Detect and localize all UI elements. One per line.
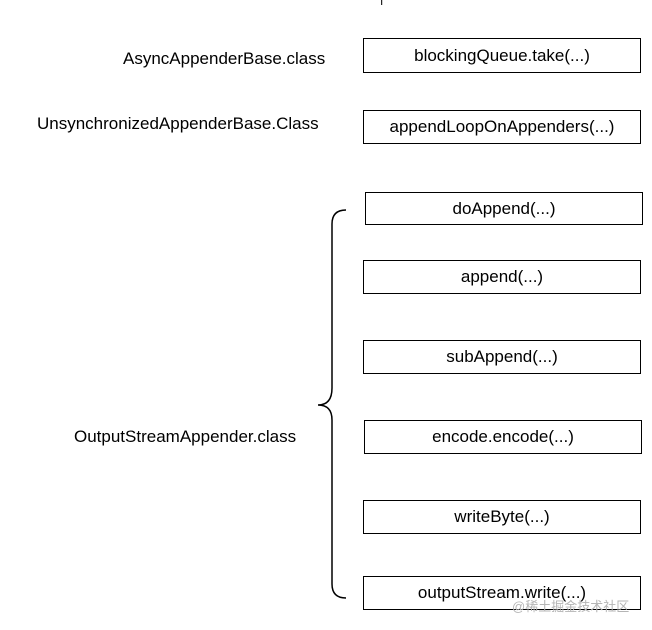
brace-path [317,209,347,599]
method-box-encode: encode.encode(...) [364,420,642,454]
method-box-output-stream-write: outputStream.write(...) [363,576,641,610]
method-label: outputStream.write(...) [417,583,587,602]
class-label-unsynchronized-appender-base: UnsynchronizedAppenderBase.Class [37,114,319,133]
method-box-write-byte: writeByte(...) [363,500,641,534]
method-label: appendLoopOnAppenders(...) [389,117,615,136]
method-label: blockingQueue.take(...) [414,45,590,65]
method-box-sub-append: subAppend(...) [363,340,641,374]
method-label: writeByte(...) [454,507,550,526]
class-label-output-stream-appender: OutputStreamAppender.class [74,427,297,446]
method-label: subAppend(...) [446,347,558,366]
method-box-append-loop-on-appenders: appendLoopOnAppenders(...) [363,110,641,144]
method-box-blocking-queue-take: blockingQueue.take(...) [363,38,641,73]
method-box-append: append(...) [363,260,641,294]
curly-brace [317,209,347,599]
method-label: doAppend(...) [452,198,556,218]
method-box-do-append: doAppend(...) [365,192,643,225]
class-label-async-appender-base: AsyncAppenderBase.class [123,49,326,68]
method-label: encode.encode(...) [432,427,574,446]
method-label: append(...) [460,267,544,286]
top-edge-mark: ı [380,0,384,8]
watermark-text: @稀土掘金技术社区 [512,599,630,614]
